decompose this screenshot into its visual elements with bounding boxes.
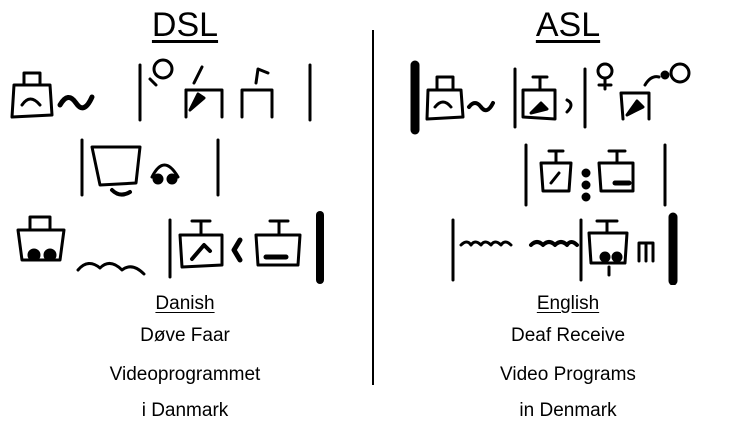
asl-title: ASL [535,6,601,44]
dsl-signwriting [10,58,324,284]
dsl-gloss-line-2: Videoprogrammet [109,364,261,385]
asl-signwriting [410,60,691,285]
dsl-sign-deaf [10,71,95,119]
dsl-panel: DSL [0,0,370,422]
asl-sign-deaf [425,75,495,121]
dsl-sign-denmark [178,219,302,269]
asl-gloss-line-3: in Denmark [519,400,617,421]
asl-sign-programs [459,240,579,247]
dsl-gloss-line-1: Døve Faar [140,325,230,346]
dsl-title: DSL [151,6,219,44]
dsl-gloss-line-3: i Danmark [141,400,229,421]
center-divider [372,30,374,385]
asl-gloss-line-2: Video Programs [500,364,636,385]
dsl-language-label: Danish [155,293,215,314]
asl-sign-denmark [587,219,655,277]
asl-language-label: English [536,293,600,314]
dsl-sign-program [16,215,146,276]
dsl-sign-video [90,145,180,197]
asl-sign-receive [521,62,691,129]
asl-panel: ASL [383,0,753,422]
asl-sign-video [539,149,635,202]
dsl-sign-receive [148,58,274,119]
asl-gloss-line-1: Deaf Receive [510,325,626,346]
